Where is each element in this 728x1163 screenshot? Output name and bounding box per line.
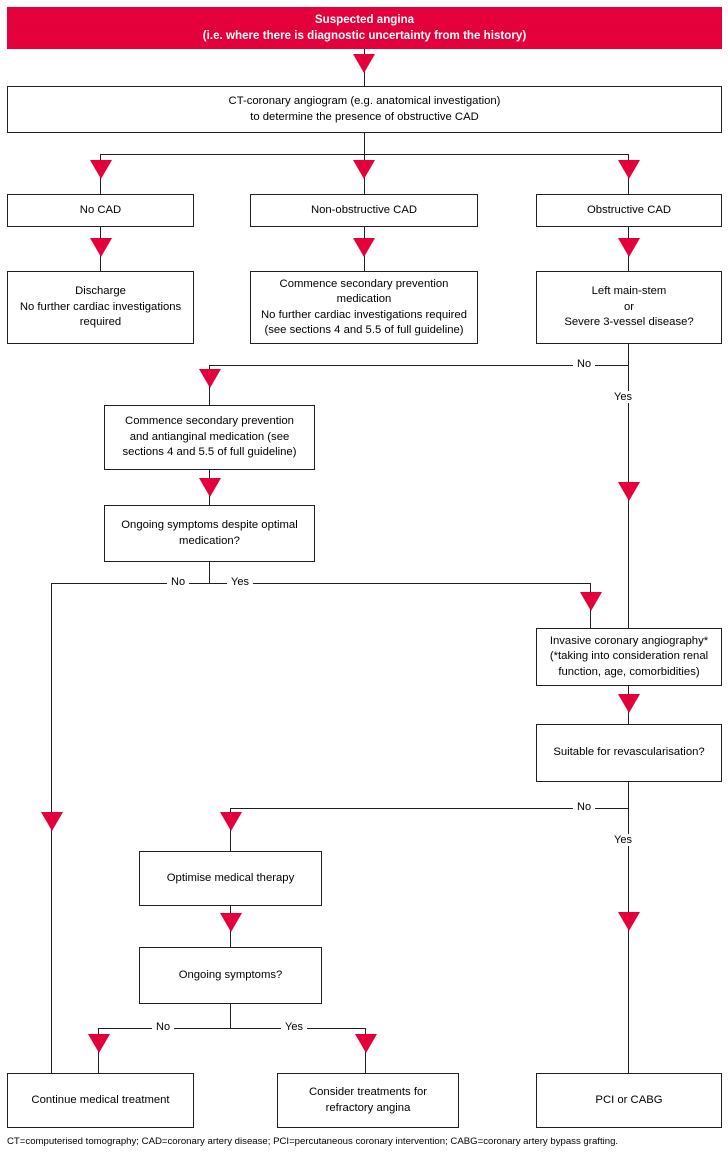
edge-label-revasc-no: No xyxy=(573,801,596,813)
arrow-ct-to-obstructive xyxy=(618,160,640,179)
arrow-revasc-yes-down xyxy=(618,912,640,931)
node-no-cad: No CAD xyxy=(7,194,194,227)
connector-ongoing-down xyxy=(230,1004,232,1028)
arrow-symptoms-yes-to-invasive xyxy=(580,592,602,611)
edge-label-symptoms-yes: Yes xyxy=(227,576,253,588)
arrow-antianginal-to-ongoing-optimal xyxy=(199,478,221,497)
node-pci-cabg: PCI or CABG xyxy=(536,1073,722,1128)
node-optimise-therapy: Optimise medical therapy xyxy=(139,851,322,906)
arrow-optimise-to-ongoing xyxy=(220,913,242,932)
node-commence-antianginal: Commence secondary prevention and antian… xyxy=(104,405,315,470)
node-continue-treatment: Continue medical treatment xyxy=(7,1073,194,1128)
arrow-ct-to-nonobstructive xyxy=(353,160,375,179)
arrow-header-to-ct xyxy=(353,54,375,73)
arrow-invasive-to-suitable xyxy=(618,694,640,713)
arrow-symptoms-no-down xyxy=(41,812,63,831)
node-obstructive-cad: Obstructive CAD xyxy=(536,194,722,227)
node-non-obstructive-cad: Non-obstructive CAD xyxy=(250,194,478,227)
node-ongoing-symptoms-optimal: Ongoing symptoms despite optimal medicat… xyxy=(104,505,315,562)
edge-label-ongoing-no: No xyxy=(152,1021,175,1033)
connector-suitable-down xyxy=(628,782,630,808)
edge-label-lms-no: No xyxy=(573,358,596,370)
edge-label-revasc-yes: Yes xyxy=(610,834,636,846)
node-discharge: Discharge No further cardiac investigati… xyxy=(7,271,194,344)
edge-label-symptoms-no: No xyxy=(167,576,190,588)
connector-ongoing-optimal-down xyxy=(209,562,211,583)
arrow-lms-no-to-commence-antianginal xyxy=(199,369,221,388)
header-suspected-angina: Suspected angina (i.e. where there is di… xyxy=(7,7,722,49)
node-invasive-angiography: Invasive coronary angiography* (*taking … xyxy=(536,628,722,686)
arrow-lms-yes-down xyxy=(618,482,640,501)
node-ct-angiogram: CT-coronary angiogram (e.g. anatomical i… xyxy=(7,86,722,133)
header-line-2: (i.e. where there is diagnostic uncertai… xyxy=(202,29,527,42)
connector-revasc-yes-down xyxy=(628,808,630,1073)
arrow-obstructive-to-lms xyxy=(618,238,640,257)
node-commence-secondary-prevention: Commence secondary prevention medication… xyxy=(250,271,478,344)
node-left-main-stem: Left main-stem or Severe 3-vessel diseas… xyxy=(536,271,722,344)
header-line-1: Suspected angina xyxy=(314,13,415,26)
connector-ongoing-optimal-split xyxy=(51,583,590,585)
node-suitable-revascularisation: Suitable for revascularisation? xyxy=(536,724,722,782)
connector-revasc-no xyxy=(230,808,628,810)
connector-lms-no xyxy=(209,365,628,367)
arrow-nonobstructive-to-commence xyxy=(353,238,375,257)
connector-lms-down xyxy=(628,344,630,366)
connector-ongoing-split xyxy=(98,1028,365,1030)
arrow-ongoing-no-to-continue xyxy=(88,1034,110,1053)
footnote-abbreviations: CT=computerised tomography; CAD=coronary… xyxy=(7,1136,619,1147)
arrow-revasc-no-to-optimise xyxy=(220,812,242,831)
node-ongoing-symptoms: Ongoing symptoms? xyxy=(139,947,322,1004)
edge-label-ongoing-yes: Yes xyxy=(281,1021,307,1033)
arrow-nocad-to-discharge xyxy=(90,238,112,257)
arrow-ongoing-yes-to-consider xyxy=(355,1034,377,1053)
node-consider-refractory: Consider treatments for refractory angin… xyxy=(277,1073,459,1128)
edge-label-lms-yes: Yes xyxy=(610,391,636,403)
connector-ct-down xyxy=(363,133,365,155)
arrow-ct-to-nocad xyxy=(90,160,112,179)
